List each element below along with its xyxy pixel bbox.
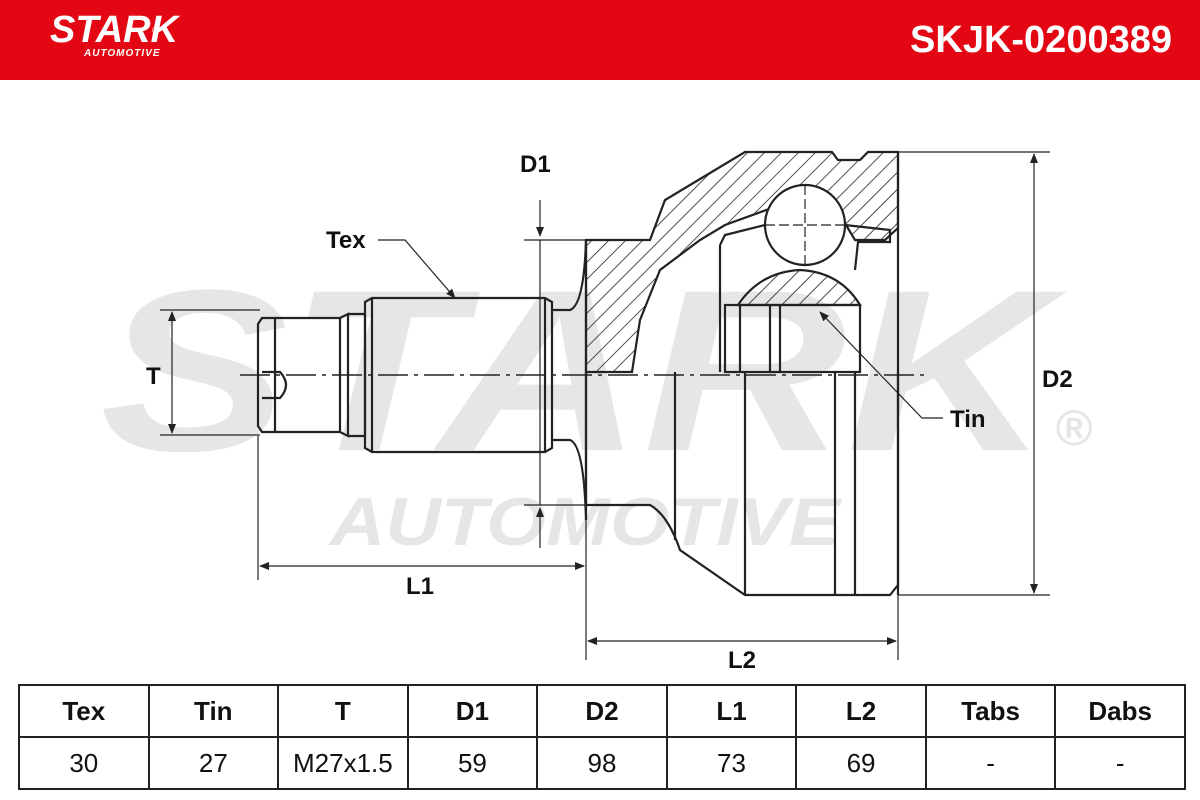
watermark: STARK AUTOMOTIVE ® (100, 242, 1092, 560)
header-bar: STARK AUTOMOTIVE ® SKJK-0200389 (0, 0, 1200, 80)
dimension-labels: T D1 Tex D2 Tin L1 L2 (146, 151, 1073, 674)
label-t: T (146, 363, 161, 390)
spec-header-tabs: Tabs (924, 684, 1057, 738)
spec-value-d2: 98 (536, 736, 668, 790)
housing-lower-outline (584, 372, 900, 597)
logo-brand: STARK (50, 9, 179, 51)
spec-header-d2: D2 (536, 684, 668, 738)
spec-value-d1: 59 (406, 736, 539, 790)
spec-value-dabs: - (1054, 736, 1186, 790)
inner-race-hub (723, 303, 862, 374)
label-l1: L1 (406, 573, 434, 600)
spec-value-row: 30 27 M27x1.5 59 98 73 69 - - (18, 736, 1186, 790)
spec-value-l1: 73 (665, 736, 798, 790)
spec-header-d1: D1 (406, 684, 539, 738)
stub-shaft (256, 239, 588, 521)
spec-header-row: Tex Tin T D1 D2 L1 L2 Tabs Dabs (18, 684, 1186, 738)
spec-header-t: T (277, 684, 409, 738)
label-l2: L2 (728, 647, 756, 674)
inner-race-hatched (735, 268, 862, 307)
spec-header-l1: L1 (665, 684, 798, 738)
watermark-brand: STARK (100, 242, 1068, 499)
part-number: SKJK-0200389 (910, 19, 1172, 61)
spec-header-dabs: Dabs (1054, 684, 1186, 738)
stark-logo: STARK AUTOMOTIVE (50, 10, 178, 59)
cage-ball (763, 183, 847, 267)
shaft-end-slot (262, 370, 288, 400)
label-d2: D2 (1042, 366, 1073, 393)
spec-value-tabs: - (924, 736, 1057, 790)
spec-header-l2: L2 (795, 684, 927, 738)
inner-race (718, 183, 892, 374)
spec-value-t: M27x1.5 (277, 736, 409, 790)
spec-header-tin: Tin (147, 684, 280, 738)
spec-value-tex: 30 (18, 736, 150, 790)
label-d1: D1 (520, 151, 551, 178)
spline-section (363, 296, 554, 454)
spec-header-tex: Tex (18, 684, 150, 738)
cv-joint-drawing: STARK AUTOMOTIVE ® (100, 150, 1092, 674)
logo-registered-mark: ® (152, 26, 158, 35)
tin-leader (819, 311, 943, 419)
watermark-registered-mark: ® (1055, 400, 1092, 456)
tex-leader (378, 239, 456, 299)
cage-outline (719, 223, 892, 271)
label-tin: Tin (950, 406, 986, 433)
label-tex: Tex (326, 227, 366, 254)
spec-value-l2: 69 (795, 736, 927, 790)
dimension-lines (160, 151, 1050, 660)
logo-subtitle: AUTOMOTIVE (84, 48, 161, 59)
spec-table: Tex Tin T D1 D2 L1 L2 Tabs Dabs 30 27 M2… (18, 684, 1186, 790)
spec-value-tin: 27 (147, 736, 280, 790)
